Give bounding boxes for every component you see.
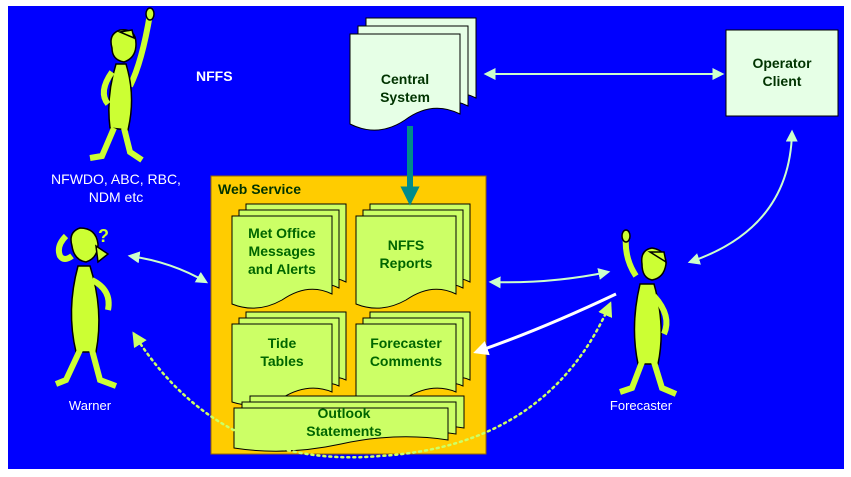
forecaster-webservice-connector bbox=[488, 268, 611, 289]
met-office-line1: Met Office bbox=[248, 225, 316, 241]
central-system-line2: System bbox=[380, 89, 430, 105]
warner-question-mark: ? bbox=[98, 226, 109, 246]
met-office-line3: and Alerts bbox=[248, 261, 316, 277]
forecaster-comments-line1: Forecaster bbox=[370, 335, 442, 351]
nffs-reports-line1: NFFS bbox=[388, 237, 425, 253]
external-agency-figure bbox=[89, 7, 155, 163]
doc-nffs-reports bbox=[355, 203, 471, 309]
doc-met-office bbox=[231, 203, 347, 309]
forecaster-to-comments-arrow bbox=[473, 292, 617, 356]
operator-client-line1: Operator bbox=[752, 55, 812, 71]
tide-tables-line2: Tables bbox=[260, 353, 304, 369]
operator-client-box bbox=[725, 29, 839, 117]
warner-label: Warner bbox=[68, 398, 112, 413]
doc-labels: Met Office Messages and Alerts NFFS Repo… bbox=[98, 55, 812, 439]
forecaster-figure bbox=[619, 229, 678, 397]
outlook-line1: Outlook bbox=[318, 405, 371, 421]
web-service-title: Web Service bbox=[218, 181, 301, 197]
outlook-line2: Statements bbox=[306, 423, 382, 439]
doc-outlook-statements bbox=[233, 395, 465, 452]
warner-figure bbox=[54, 227, 118, 389]
title-nffs: NFFS bbox=[196, 68, 233, 84]
external-agencies-label: NFWDO, ABC, RBC, NDM etc bbox=[51, 171, 181, 205]
central-system-line1: Central bbox=[381, 71, 429, 87]
forecaster-warner-dotted-connector bbox=[132, 301, 613, 459]
central-system-document bbox=[349, 17, 477, 131]
forecaster-comments-line2: Comments bbox=[370, 353, 443, 369]
warner-webservice-connector bbox=[127, 251, 209, 284]
forecaster-operator-connector bbox=[687, 129, 798, 265]
met-office-line2: Messages bbox=[249, 243, 316, 259]
tide-tables-line1: Tide bbox=[268, 335, 297, 351]
forecaster-label: Forecaster bbox=[609, 398, 673, 413]
operator-client-line2: Client bbox=[763, 73, 802, 89]
nffs-reports-line2: Reports bbox=[380, 255, 433, 271]
